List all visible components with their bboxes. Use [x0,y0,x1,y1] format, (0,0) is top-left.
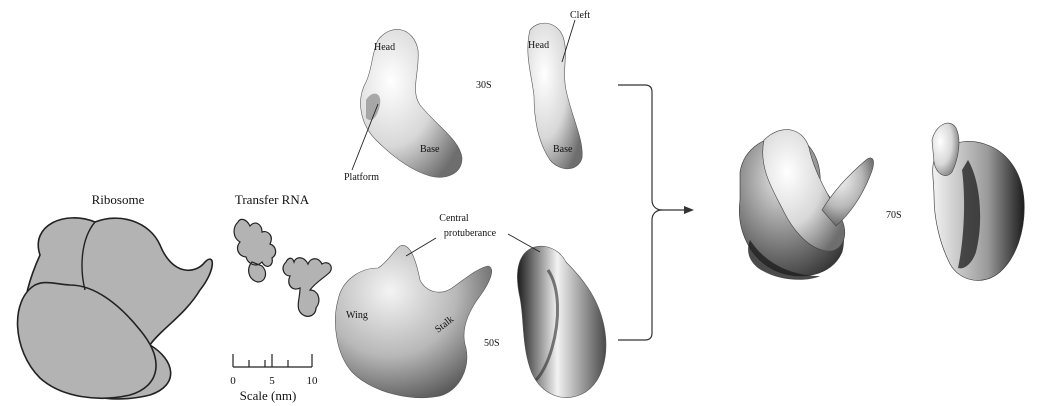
30s-label: 30S [476,80,492,91]
platform-label: Platform [344,172,379,183]
base-label-1: Base [420,144,440,155]
scale-title: Scale (nm) [240,388,297,403]
scale-tick-10: 10 [307,375,319,387]
assembly-bracket [618,85,684,340]
head-label-1: Head [374,42,395,53]
50s-label: 50S [484,338,500,349]
70s-view-1-stalk [822,158,873,226]
trna-blob-1 [234,219,276,282]
base-label-2: Base [553,144,573,155]
scale-tick-5: 5 [269,375,275,387]
trna-molecules [234,219,331,316]
central-label: Central [439,213,469,224]
ribosome-label: Ribosome [92,192,145,207]
protuberance-label: protuberance [444,228,497,239]
subunit-50s-view-1 [335,245,491,397]
protuberance-leader-left [406,238,436,256]
ribosome-outline [18,218,213,399]
ribosome-70s-view-1 [739,130,873,280]
wing-label: Wing [346,310,368,321]
scale-bar [233,354,312,367]
ribosome-70s-view-2 [932,123,1024,280]
cleft-label: Cleft [570,10,590,21]
trna-label: Transfer RNA [235,192,310,207]
arrow-icon [684,206,694,214]
head-label-2: Head [528,40,549,51]
subunit-50s-view-2 [517,246,606,397]
70s-label: 70S [886,210,902,221]
trna-blob-2 [283,258,331,317]
scale-tick-0: 0 [230,375,236,387]
protuberance-leader-right [508,234,540,252]
